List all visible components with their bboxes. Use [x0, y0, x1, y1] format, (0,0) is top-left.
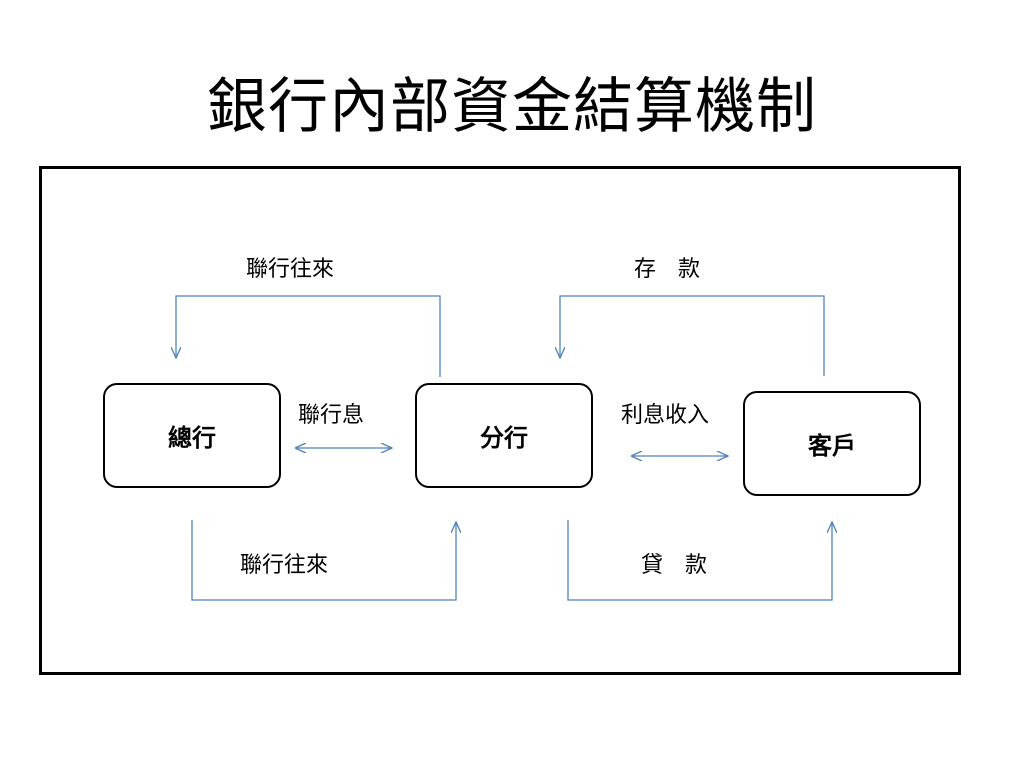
label-interest-income: 利息收入 — [621, 403, 710, 428]
label-loan: 貸 款 — [641, 553, 708, 578]
node-branch: 分行 — [415, 383, 593, 488]
label-interbranch-bottom: 聯行往來 — [240, 553, 329, 578]
label-interbranch-top: 聯行往來 — [246, 257, 335, 282]
connector-interbranch-top — [176, 295, 441, 377]
node-customer: 客戶 — [743, 391, 921, 496]
slide-title: 銀行內部資金結算機制 — [207, 72, 817, 142]
connector-deposit — [560, 295, 825, 376]
label-deposit: 存 款 — [634, 257, 701, 282]
label-interbranch-interest: 聯行息 — [298, 403, 365, 428]
connector-interbranch-bottom — [191, 520, 456, 601]
connector-loan — [567, 520, 832, 601]
diagram-frame — [39, 166, 961, 675]
node-head-office: 總行 — [103, 383, 281, 488]
